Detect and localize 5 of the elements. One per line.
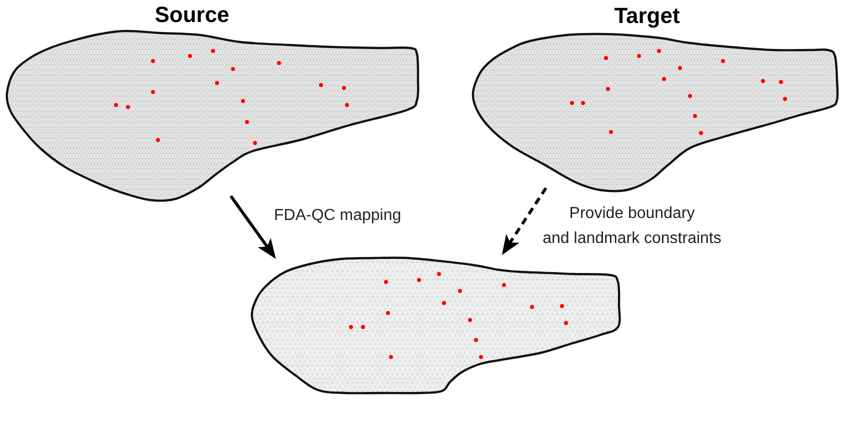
dashed-arrow	[502, 187, 548, 256]
triangle-mesh-drawing	[249, 255, 622, 396]
panel-title: Source	[154, 3, 230, 27]
arrow	[230, 195, 276, 259]
panel-title: Target	[614, 4, 680, 28]
